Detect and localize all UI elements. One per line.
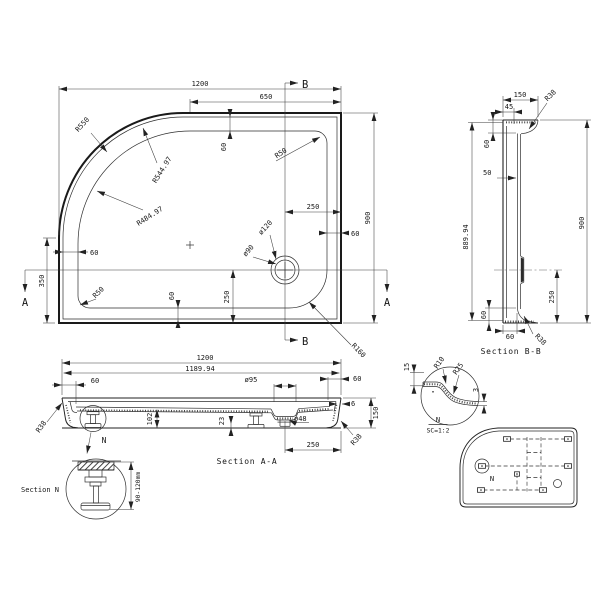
- underside-labels: N: [490, 475, 494, 483]
- section-n-view: Section N 90-120mm: [21, 458, 142, 520]
- aa-dim-6: 6: [351, 400, 355, 408]
- plan-marker-b-bottom: B: [302, 336, 308, 348]
- detail-dim-15: 15: [403, 363, 411, 371]
- detail-r10: R10: [432, 355, 446, 370]
- aa-dim-60-left: 60: [91, 377, 99, 385]
- section-n-adjust-range: 90-120mm: [135, 472, 142, 503]
- plan-dim-width: 1200: [192, 80, 209, 88]
- aa-drain-top-dia: ø95: [245, 376, 258, 384]
- bb-radius-top: R38: [543, 88, 558, 103]
- detail-scale: SC=1:2: [427, 428, 450, 435]
- section-aa-dimensions: [46, 359, 376, 454]
- plan-radius-floor: R484.97: [135, 205, 164, 228]
- plan-dimensions: [43, 86, 378, 346]
- section-bb-labels: 150 45 R38 60 50 889.94 900 250 60 60 R3…: [462, 88, 586, 356]
- detail-n-labels: R10 R25 15 3 N SC=1:2: [403, 355, 480, 434]
- aa-dim-250: 250: [307, 441, 320, 449]
- bb-dim-60-bottom: 60: [506, 333, 514, 341]
- aa-radius-left: R38: [34, 419, 48, 434]
- section-n-dimensions: [110, 461, 134, 510]
- section-aa-labels: 1200 1189.94 60 ø95 60 6 150 102 23 ø48 …: [34, 354, 380, 466]
- plan-marker-a-right: A: [384, 297, 391, 309]
- aa-dim-width: 1200: [197, 354, 214, 362]
- aa-detail-marker: N: [102, 436, 107, 445]
- plan-radius-corner-tr: R50: [273, 147, 288, 161]
- aa-dim-102: 102: [146, 413, 154, 426]
- plan-drain-outer-dia: ø120: [257, 219, 274, 237]
- plan-dim-height: 900: [364, 212, 372, 225]
- detail-n-outline: [420, 366, 480, 426]
- section-n-outline: [65, 458, 127, 520]
- bb-dim-150: 150: [514, 91, 527, 99]
- aa-dim-height: 150: [372, 407, 380, 420]
- plan-dim-drain-bottom: 250: [223, 291, 231, 304]
- underside-feet-grid: [474, 436, 572, 493]
- bb-dim-inner-height: 889.94: [462, 224, 470, 249]
- plan-marker-a-left: A: [22, 297, 29, 309]
- bb-dim-60-top: 60: [483, 140, 491, 148]
- aa-dim-23: 23: [218, 417, 226, 425]
- aa-dim-60-right: 60: [353, 375, 361, 383]
- plan-radius-outer: R550: [74, 116, 91, 134]
- detail-dim-3: 3: [472, 388, 480, 392]
- detail-label: N: [436, 416, 440, 424]
- detail-n-dimensions: [410, 364, 487, 425]
- detail-n-view: R10 R25 15 3 N SC=1:2: [403, 355, 487, 435]
- detail-r25: R25: [451, 361, 465, 376]
- section-aa-view: 1200 1189.94 60 ø95 60 6 150 102 23 ø48 …: [34, 354, 380, 466]
- aa-radius-right: R38: [349, 432, 363, 447]
- plan-dim-rim-bottom: 60: [168, 292, 176, 300]
- bb-dim-60-side: 60: [480, 311, 488, 319]
- plan-radius-mid: R544.97: [151, 155, 173, 184]
- plan-marker-b-top: B: [302, 79, 308, 91]
- plan-dim-rim-top: 60: [220, 143, 228, 151]
- plan-radius-corner-br: R160: [350, 342, 367, 360]
- section-bb-dimensions: [468, 96, 591, 335]
- bb-dim-height: 900: [578, 217, 586, 230]
- plan-radius-corner-bl: R50: [91, 285, 106, 300]
- section-bb-view: 150 45 R38 60 50 889.94 900 250 60 60 R3…: [462, 88, 591, 356]
- plan-dim-rim-right: 60: [351, 230, 359, 238]
- underside-foot-marker: N: [490, 475, 494, 483]
- aa-title: Section A-A: [217, 457, 278, 466]
- aa-dim-inner-width: 1189.94: [185, 365, 215, 373]
- bb-dim-drain: 250: [548, 291, 556, 304]
- plan-view: 1200 650 900 250 60 60 60 350 250 60 R55…: [22, 79, 391, 359]
- bb-radius-bottom: R38: [533, 332, 548, 347]
- underside-view: N: [459, 427, 578, 508]
- plan-dim-650: 650: [260, 93, 273, 101]
- plan-dim-drain-right: 250: [307, 203, 320, 211]
- plan-dim-rim-left: 60: [90, 249, 98, 257]
- bb-title: Section B-B: [481, 347, 542, 356]
- aa-drain-pipe-dia: ø48: [294, 415, 307, 423]
- bb-dim-45: 45: [505, 103, 513, 111]
- plan-labels: 1200 650 900 250 60 60 60 350 250 60 R55…: [22, 79, 391, 359]
- bb-dim-50: 50: [483, 169, 491, 177]
- plan-drain-inner-dia: ø90: [241, 243, 255, 258]
- plan-dim-350: 350: [38, 275, 46, 288]
- underside-outline: [459, 427, 578, 508]
- section-n-labels: Section N 90-120mm: [21, 472, 142, 503]
- section-n-title: Section N: [21, 486, 59, 494]
